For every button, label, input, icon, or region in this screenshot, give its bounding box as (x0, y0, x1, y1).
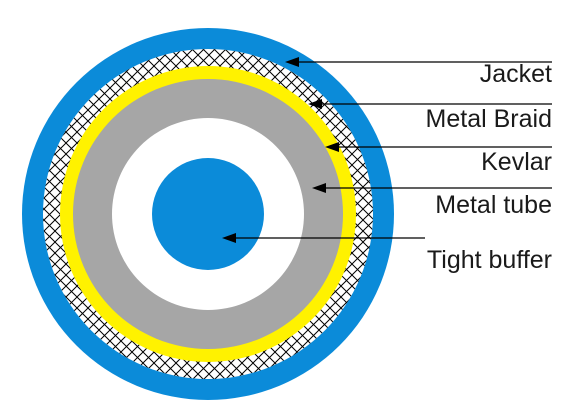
leader-arrow-metal-braid (308, 99, 322, 109)
label-tight-buffer: Tight buffer (426, 246, 552, 274)
label-metal-braid: Metal Braid (425, 105, 552, 133)
leader-arrow-metal-tube (312, 183, 326, 193)
label-metal-tube: Metal tube (435, 191, 552, 219)
label-kevlar: Kevlar (481, 148, 552, 176)
leader-arrow-tight-buffer (222, 233, 236, 243)
tight-buffer-core (152, 158, 264, 270)
leader-arrow-kevlar (325, 142, 339, 152)
label-jacket: Jacket (479, 60, 552, 88)
leader-arrow-jacket (285, 57, 299, 67)
